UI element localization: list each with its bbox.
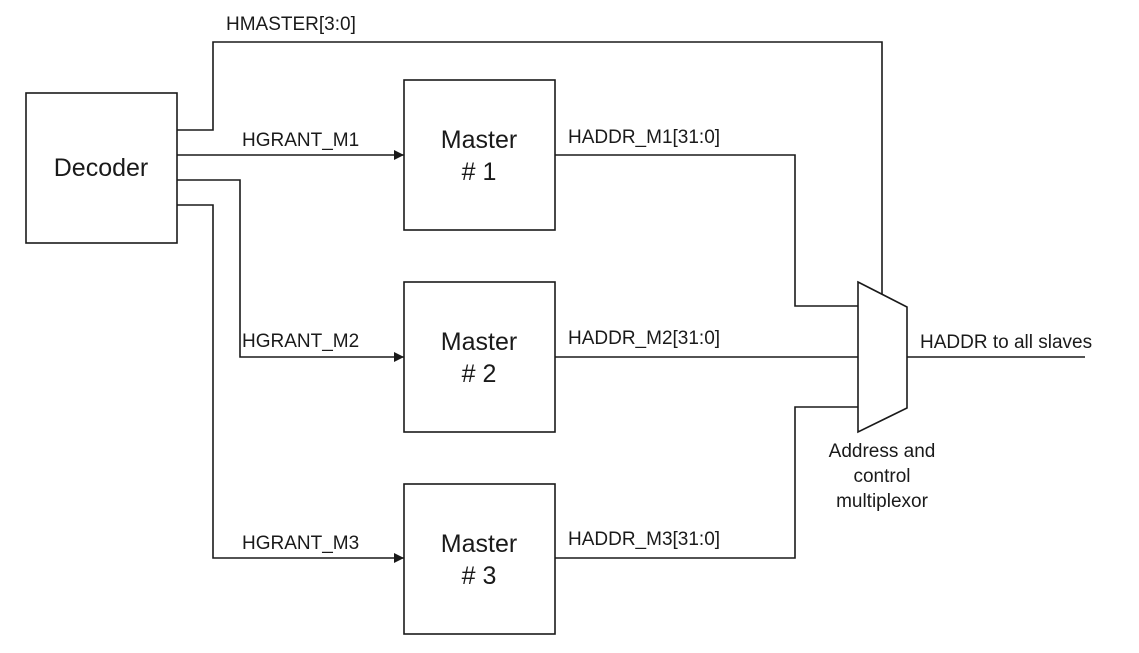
haddr-m3-wire: [555, 406, 858, 559]
haddr-output-label: HADDR to all slaves: [920, 332, 1092, 353]
mux-caption-line-1: Address and: [829, 441, 936, 462]
haddr-m1-wire: [555, 154, 858, 307]
master-1-number: # 1: [462, 158, 497, 186]
master-3-number: # 3: [462, 562, 497, 590]
master-2-block: [403, 281, 556, 433]
master-3-title: Master: [441, 530, 517, 558]
hgrant-m3-wire: [177, 204, 404, 563]
hgrant-m3-label: HGRANT_M3: [242, 533, 359, 554]
decoder-block: [25, 92, 178, 244]
hgrant-m2-wire: [177, 179, 404, 362]
mux-caption-line-2: control: [853, 466, 910, 487]
hmaster-label: HMASTER[3:0]: [226, 14, 356, 35]
haddr-m1-label: HADDR_M1[31:0]: [568, 127, 720, 148]
hgrant-m2-label: HGRANT_M2: [242, 331, 359, 352]
mux-caption-line-3: multiplexor: [836, 491, 929, 512]
master-2-number: # 2: [462, 360, 497, 388]
decoder-label: Decoder: [54, 154, 149, 182]
hgrant-m1-label: HGRANT_M1: [242, 130, 359, 151]
master-1-block: [403, 79, 556, 231]
haddr-m2-label: HADDR_M2[31:0]: [568, 328, 720, 349]
hmaster-wire: [177, 41, 883, 296]
master-2-title: Master: [441, 328, 517, 356]
master-1-title: Master: [441, 126, 517, 154]
master-3-block: [403, 483, 556, 635]
haddr-m3-label: HADDR_M3[31:0]: [568, 529, 720, 550]
address-control-multiplexor: [857, 280, 908, 434]
